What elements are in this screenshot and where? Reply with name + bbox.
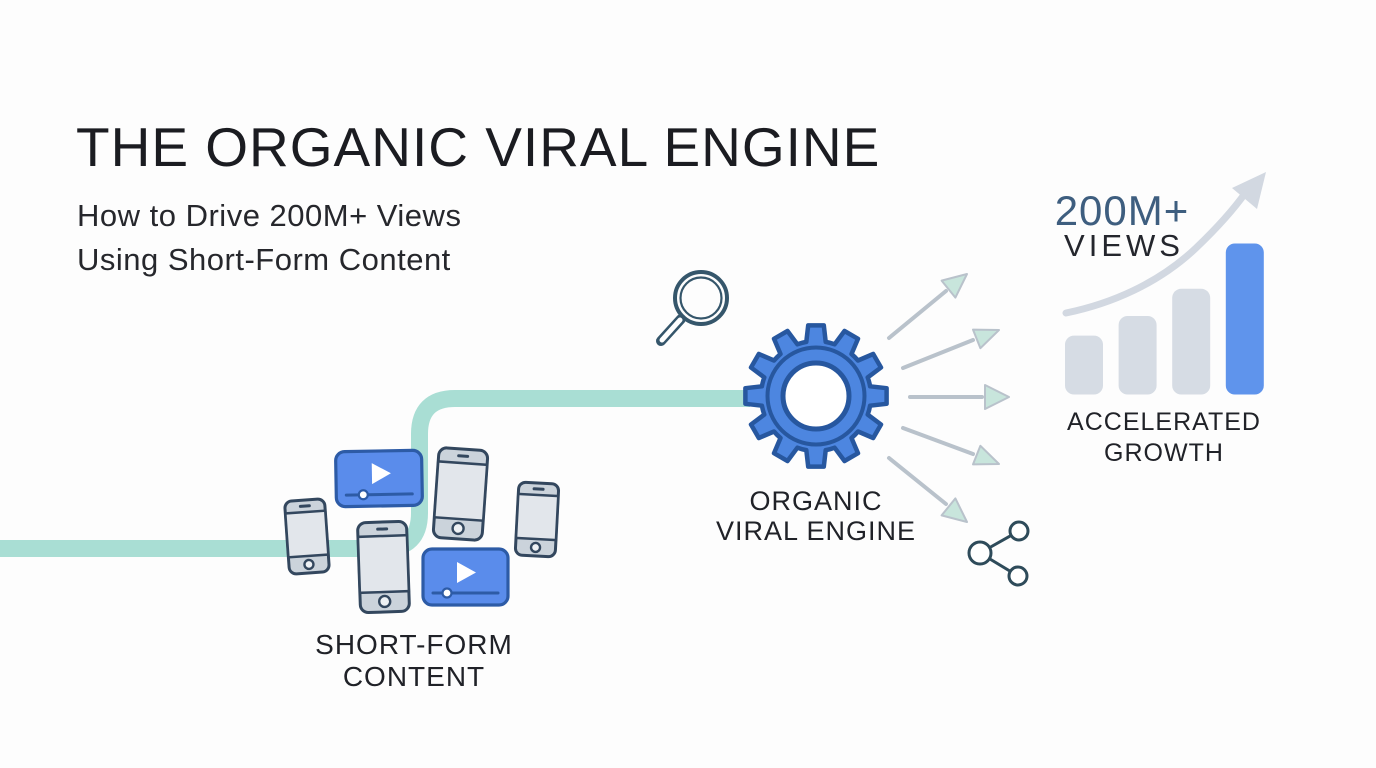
views-word: VIEWS (1064, 228, 1184, 263)
short-form-content-label: SHORT-FORM CONTENT (315, 629, 513, 693)
bar (1172, 288, 1211, 395)
arrow-icon (887, 456, 968, 523)
engine-label-line2: VIRAL ENGINE (715, 516, 917, 546)
subtitle-line-1: How to Drive 200M+ Views (77, 198, 462, 233)
magnifier-icon (656, 270, 729, 346)
bar-chart-icon (1065, 243, 1264, 395)
bar (1065, 335, 1103, 395)
arrow-icon (901, 426, 1000, 466)
short-form-content-cluster (283, 446, 561, 615)
arrow-icon (887, 273, 968, 340)
growth-arrow-icon (1062, 172, 1266, 317)
smartphone-icon (283, 497, 331, 576)
short-form-label-line1: SHORT-FORM (315, 629, 513, 660)
smartphone-icon (356, 519, 411, 615)
bar-highlight (1225, 243, 1264, 395)
video-player-icon (334, 448, 424, 509)
video-player-icon (421, 547, 510, 607)
views-value: 200M+ (1054, 187, 1190, 234)
main-title: THE ORGANIC VIRAL ENGINE (76, 116, 881, 178)
engine-label-line1: ORGANIC (749, 486, 883, 516)
short-form-label-line2: CONTENT (342, 661, 486, 692)
bar (1118, 316, 1157, 395)
smartphone-icon (431, 446, 490, 542)
arrow-icon (908, 384, 1010, 410)
subtitle: How to Drive 200M+ Views Using Short-For… (77, 194, 461, 282)
subtitle-line-2: Using Short-Form Content (77, 242, 451, 277)
growth-label-line1: ACCELERATED (1067, 408, 1261, 436)
gear-icon (743, 323, 889, 469)
arrow-icon (901, 328, 1000, 370)
growth-label-line2: GROWTH (1104, 439, 1224, 467)
radiating-arrows (887, 273, 1010, 523)
smartphone-icon (513, 480, 561, 559)
organic-viral-engine-label: ORGANIC VIRAL ENGINE (716, 486, 916, 546)
share-icon (967, 520, 1030, 587)
accelerated-growth-label: ACCELERATED GROWTH (1067, 407, 1261, 469)
